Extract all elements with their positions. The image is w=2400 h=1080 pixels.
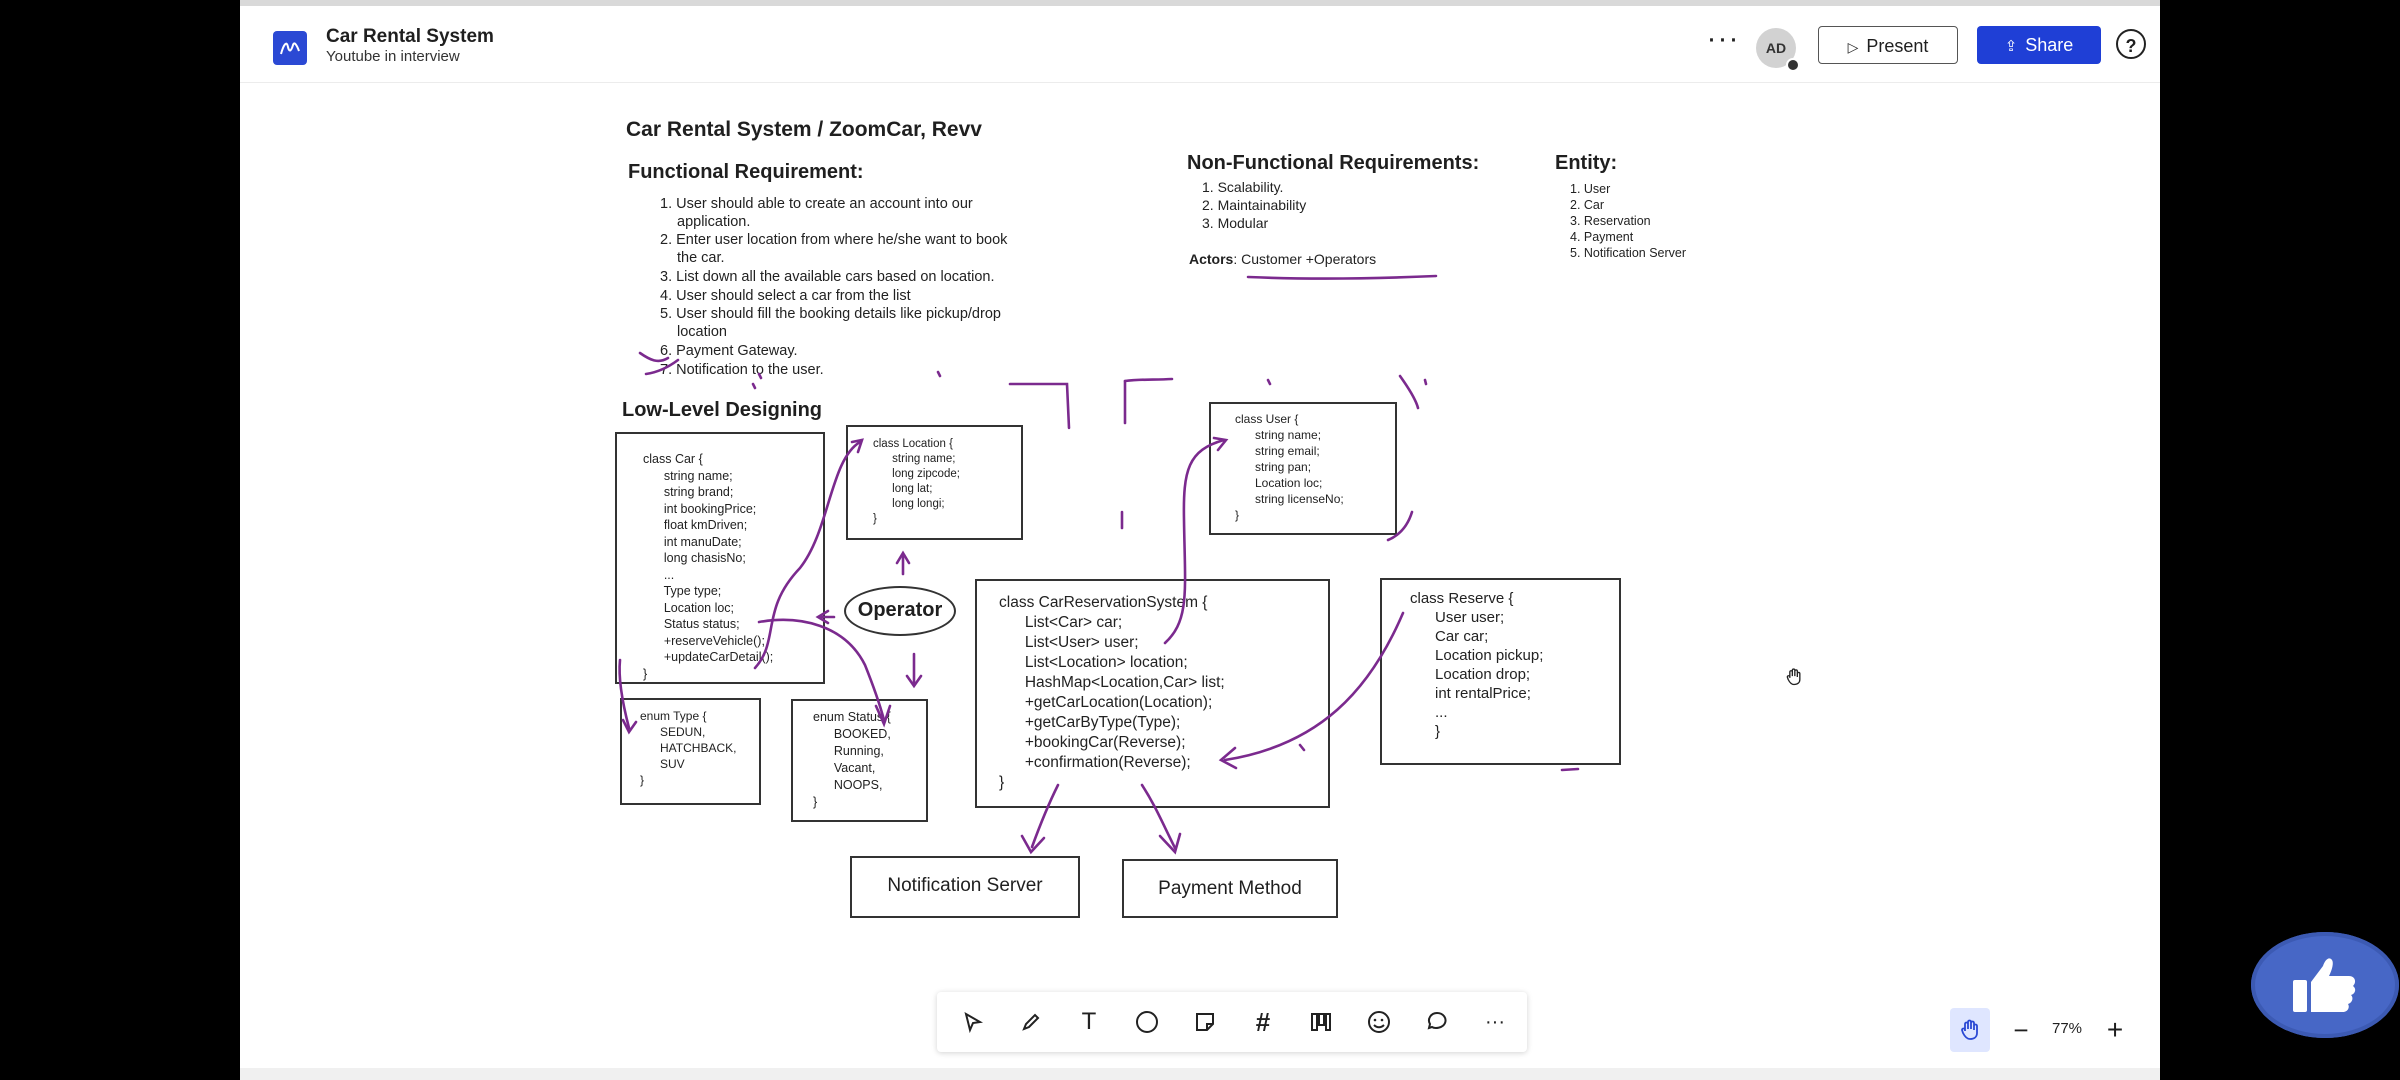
top-border (240, 0, 2160, 6)
entity-item: 3. Reservation (1570, 214, 1651, 228)
more-icon[interactable]: ··· (1485, 1010, 1505, 1033)
class-location-box[interactable]: class Location { string name; long zipco… (846, 425, 1023, 540)
class-user-code: class User { string name; string email; … (1235, 412, 1344, 522)
enum-type-box[interactable]: enum Type { SEDUN, HATCHBACK, SUV } (620, 698, 761, 805)
functional-item: 6. Payment Gateway. (660, 343, 798, 359)
ink-annotations (618, 274, 1580, 855)
class-car-code: class Car { string name; string brand; i… (643, 452, 774, 681)
class-user-box[interactable]: class User { string name; string email; … (1209, 402, 1397, 535)
class-location-code: class Location { string name; long zipco… (873, 438, 960, 525)
document-subtitle: Youtube in interview (326, 48, 460, 65)
bottom-toolbar: T # ··· (937, 992, 1527, 1052)
enum-status-code: enum Status { BOOKED, Running, Vacant, N… (813, 710, 891, 809)
select-icon[interactable] (951, 1000, 995, 1044)
lld-heading: Low-Level Designing (622, 399, 823, 421)
comment-icon[interactable] (1415, 1000, 1459, 1044)
functional-heading: Functional Requirement: (628, 161, 864, 183)
text-icon[interactable]: T (1081, 1008, 1097, 1035)
actors-label: Actors (1189, 251, 1234, 267)
actors-value: : Customer +Operators (1233, 251, 1377, 267)
functional-item: 5. User should fill the booking details … (660, 306, 1001, 322)
document-title[interactable]: Car Rental System (326, 26, 494, 47)
board-title: Car Rental System / ZoomCar, Revv (626, 118, 982, 141)
actors-line: Actors: Customer +Operators (1189, 250, 1376, 268)
functional-item: application. (677, 214, 751, 230)
non-functional-heading: Non-Functional Requirements: (1187, 152, 1480, 174)
like-thumbs-up-icon[interactable] (2251, 932, 2399, 1038)
share-label: Share (2025, 35, 2074, 55)
presence-dot (1786, 58, 1800, 72)
functional-item: location (677, 324, 727, 340)
entity-item: 5. Notification Server (1570, 246, 1687, 260)
enum-status-box[interactable]: enum Status { BOOKED, Running, Vacant, N… (791, 699, 928, 822)
entity-heading: Entity: (1555, 152, 1618, 174)
entity-item: 2. Car (1570, 198, 1605, 212)
pen-icon[interactable] (1009, 1000, 1053, 1044)
functional-item: 1. User should able to create an account… (660, 196, 973, 212)
class-car-reservation-system-code: class CarReservationSystem { List<Car> c… (999, 594, 1225, 791)
class-reserve-code: class Reserve { User user; Car car; Loca… (1410, 590, 1544, 740)
hand-tool-icon[interactable] (1950, 1008, 1990, 1052)
zoom-in-button[interactable]: + (2106, 1014, 2124, 1045)
present-label: Present (1866, 36, 1929, 56)
present-button[interactable]: ▷ Present (1818, 26, 1958, 64)
entity-item: 1. User (1570, 182, 1611, 196)
app-header: Car Rental System Youtube in interview ·… (240, 6, 2160, 83)
frame-icon[interactable]: # (1255, 1006, 1271, 1037)
non-functional-item: 2. Maintainability (1202, 197, 1307, 213)
functional-item: the car. (677, 250, 725, 266)
kanban-icon[interactable] (1299, 1000, 1343, 1044)
share-icon: ⇪ (2004, 38, 2018, 55)
bottom-edge (240, 1068, 2160, 1080)
play-icon: ▷ (1847, 39, 1859, 55)
app-logo-icon[interactable] (273, 31, 307, 65)
entity-item: 4. Payment (1570, 230, 1634, 244)
operator-ellipse[interactable]: Operator (844, 586, 956, 636)
functional-item: 2. Enter user location from where he/she… (660, 232, 1008, 248)
circle-icon[interactable] (1125, 1000, 1169, 1044)
hand-cursor-icon (1784, 667, 1804, 692)
sticker-icon[interactable] (1357, 1000, 1401, 1044)
share-button[interactable]: ⇪ Share (1977, 26, 2101, 64)
sticky-note-icon[interactable] (1183, 1000, 1227, 1044)
non-functional-item: 1. Scalability. (1202, 179, 1284, 195)
class-car-reservation-system-box[interactable]: class CarReservationSystem { List<Car> c… (975, 579, 1330, 808)
non-functional-item: 3. Modular (1202, 215, 1269, 231)
help-button[interactable]: ? (2116, 29, 2146, 59)
whiteboard-app: Car Rental System Youtube in interview ·… (240, 0, 2160, 1080)
enum-type-code: enum Type { SEDUN, HATCHBACK, SUV } (640, 709, 737, 787)
class-car-box[interactable]: class Car { string name; string brand; i… (615, 432, 825, 684)
class-reserve-box[interactable]: class Reserve { User user; Car car; Loca… (1380, 578, 1621, 765)
payment-method-box[interactable]: Payment Method (1122, 859, 1338, 918)
zoom-level[interactable]: 77% (2051, 1020, 2083, 1037)
notification-server-box[interactable]: Notification Server (850, 856, 1080, 918)
functional-item: 7. Notification to the user. (660, 362, 824, 378)
functional-item: 4. User should select a car from the lis… (660, 288, 911, 304)
zoom-controls: − 77% + (1950, 1008, 2140, 1052)
functional-item: 3. List down all the available cars base… (660, 269, 995, 285)
zoom-out-button[interactable]: − (2013, 1015, 2029, 1045)
